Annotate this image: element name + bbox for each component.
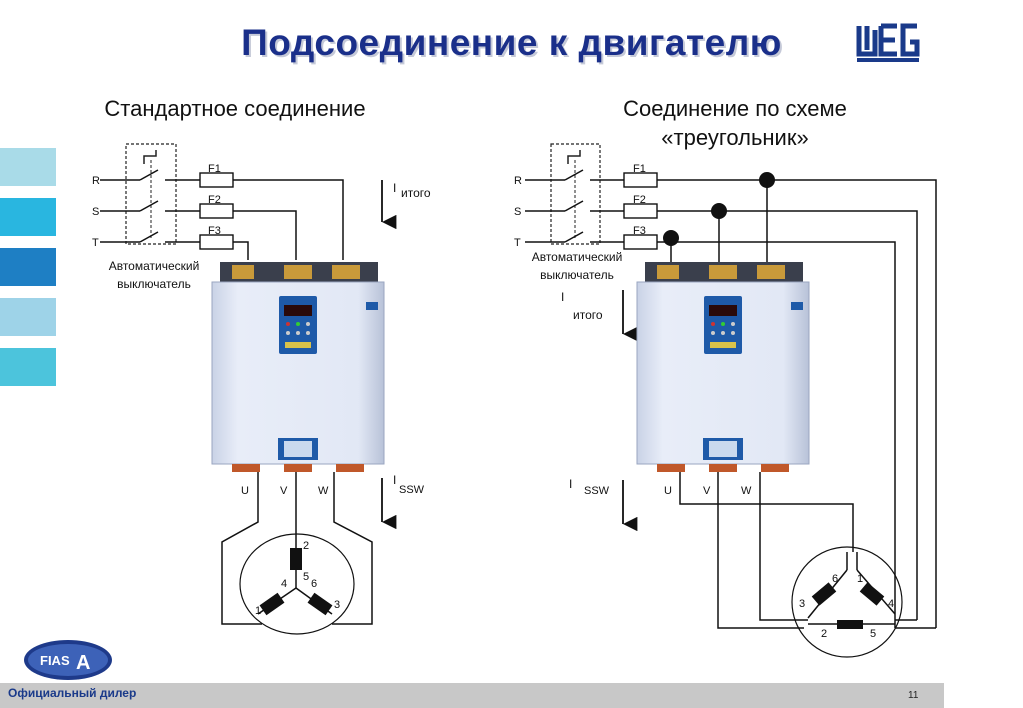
right-terminal-5: 5 bbox=[870, 628, 876, 640]
sidebar-tab-4 bbox=[0, 298, 56, 336]
left-subtitle: Стандартное соединение bbox=[104, 96, 366, 121]
right-fuse-2: F2 bbox=[633, 194, 646, 206]
page-number: 11 bbox=[908, 690, 919, 701]
sidebar-tab-5 bbox=[0, 348, 56, 386]
left-output-w: W bbox=[318, 485, 329, 497]
right-fuse-1: F1 bbox=[633, 163, 646, 175]
left-fuse-3: F3 bbox=[208, 225, 221, 237]
right-ssw-device bbox=[636, 262, 810, 472]
right-output-u: U bbox=[664, 485, 672, 497]
left-terminal-3: 3 bbox=[334, 599, 340, 611]
right-breaker-label-1: Автоматический bbox=[532, 250, 623, 264]
left-current-ssw-sub: SSW bbox=[399, 484, 425, 496]
left-phase-r: R bbox=[92, 175, 100, 187]
right-terminal-3: 3 bbox=[799, 598, 805, 610]
left-current-ssw-i: I bbox=[393, 473, 396, 487]
right-terminal-1: 1 bbox=[857, 573, 863, 585]
right-diagram bbox=[525, 143, 937, 658]
right-terminal-6: 6 bbox=[832, 573, 838, 585]
left-breaker-label-1: Автоматический bbox=[109, 259, 200, 273]
left-breaker-box bbox=[125, 143, 177, 245]
left-terminal-5: 5 bbox=[303, 571, 309, 583]
right-terminal-4: 4 bbox=[888, 598, 894, 610]
right-subtitle: Соединение по схеме «треугольник» bbox=[575, 94, 895, 152]
sidebar-tab-2 bbox=[0, 198, 56, 236]
left-terminal-4: 4 bbox=[281, 578, 287, 590]
left-terminal-2: 2 bbox=[303, 540, 309, 552]
sidebar-tab-1 bbox=[0, 148, 56, 186]
right-subtitle-line-2: «треугольник» bbox=[661, 125, 809, 150]
fias-logo-letter: A bbox=[76, 652, 90, 674]
right-terminal-2: 2 bbox=[821, 628, 827, 640]
right-phase-t: T bbox=[514, 237, 521, 249]
right-phase-s: S bbox=[514, 206, 521, 218]
left-phase-s: S bbox=[92, 206, 99, 218]
dealer-label: Официальный дилер bbox=[8, 686, 137, 700]
footer-bar bbox=[0, 683, 944, 708]
page-title: Подсоединение к двигателю bbox=[241, 22, 782, 63]
right-phase-r: R bbox=[514, 175, 522, 187]
left-ssw-device bbox=[211, 262, 385, 472]
right-current-total-i: I bbox=[561, 290, 564, 304]
right-fuse-3: F3 bbox=[633, 225, 646, 237]
right-current-total-sub: итого bbox=[573, 308, 603, 322]
fias-logo-text: FIAS bbox=[40, 653, 70, 668]
sidebar-tab-3 bbox=[0, 248, 56, 286]
right-output-v: V bbox=[703, 485, 711, 497]
left-phase-t: T bbox=[92, 237, 99, 249]
left-breaker-label-2: выключатель bbox=[117, 277, 191, 291]
left-terminal-6: 6 bbox=[311, 578, 317, 590]
weg-logo bbox=[855, 20, 921, 64]
right-current-ssw-sub: SSW bbox=[584, 485, 610, 497]
left-output-u: U bbox=[241, 485, 249, 497]
left-current-total-i: I bbox=[393, 181, 396, 195]
right-current-ssw-i: I bbox=[569, 477, 572, 491]
left-diagram bbox=[100, 143, 397, 635]
left-fuse-2: F2 bbox=[208, 194, 221, 206]
right-breaker-label-2: выключатель bbox=[540, 268, 614, 282]
left-fuse-1: F1 bbox=[208, 163, 221, 175]
right-output-w: W bbox=[741, 485, 752, 497]
left-output-v: V bbox=[280, 485, 288, 497]
fias-logo: FIAS A bbox=[24, 640, 112, 680]
right-subtitle-line-1: Соединение по схеме bbox=[623, 96, 847, 121]
left-current-total-sub: итого bbox=[401, 186, 431, 200]
left-terminal-1: 1 bbox=[255, 605, 261, 617]
